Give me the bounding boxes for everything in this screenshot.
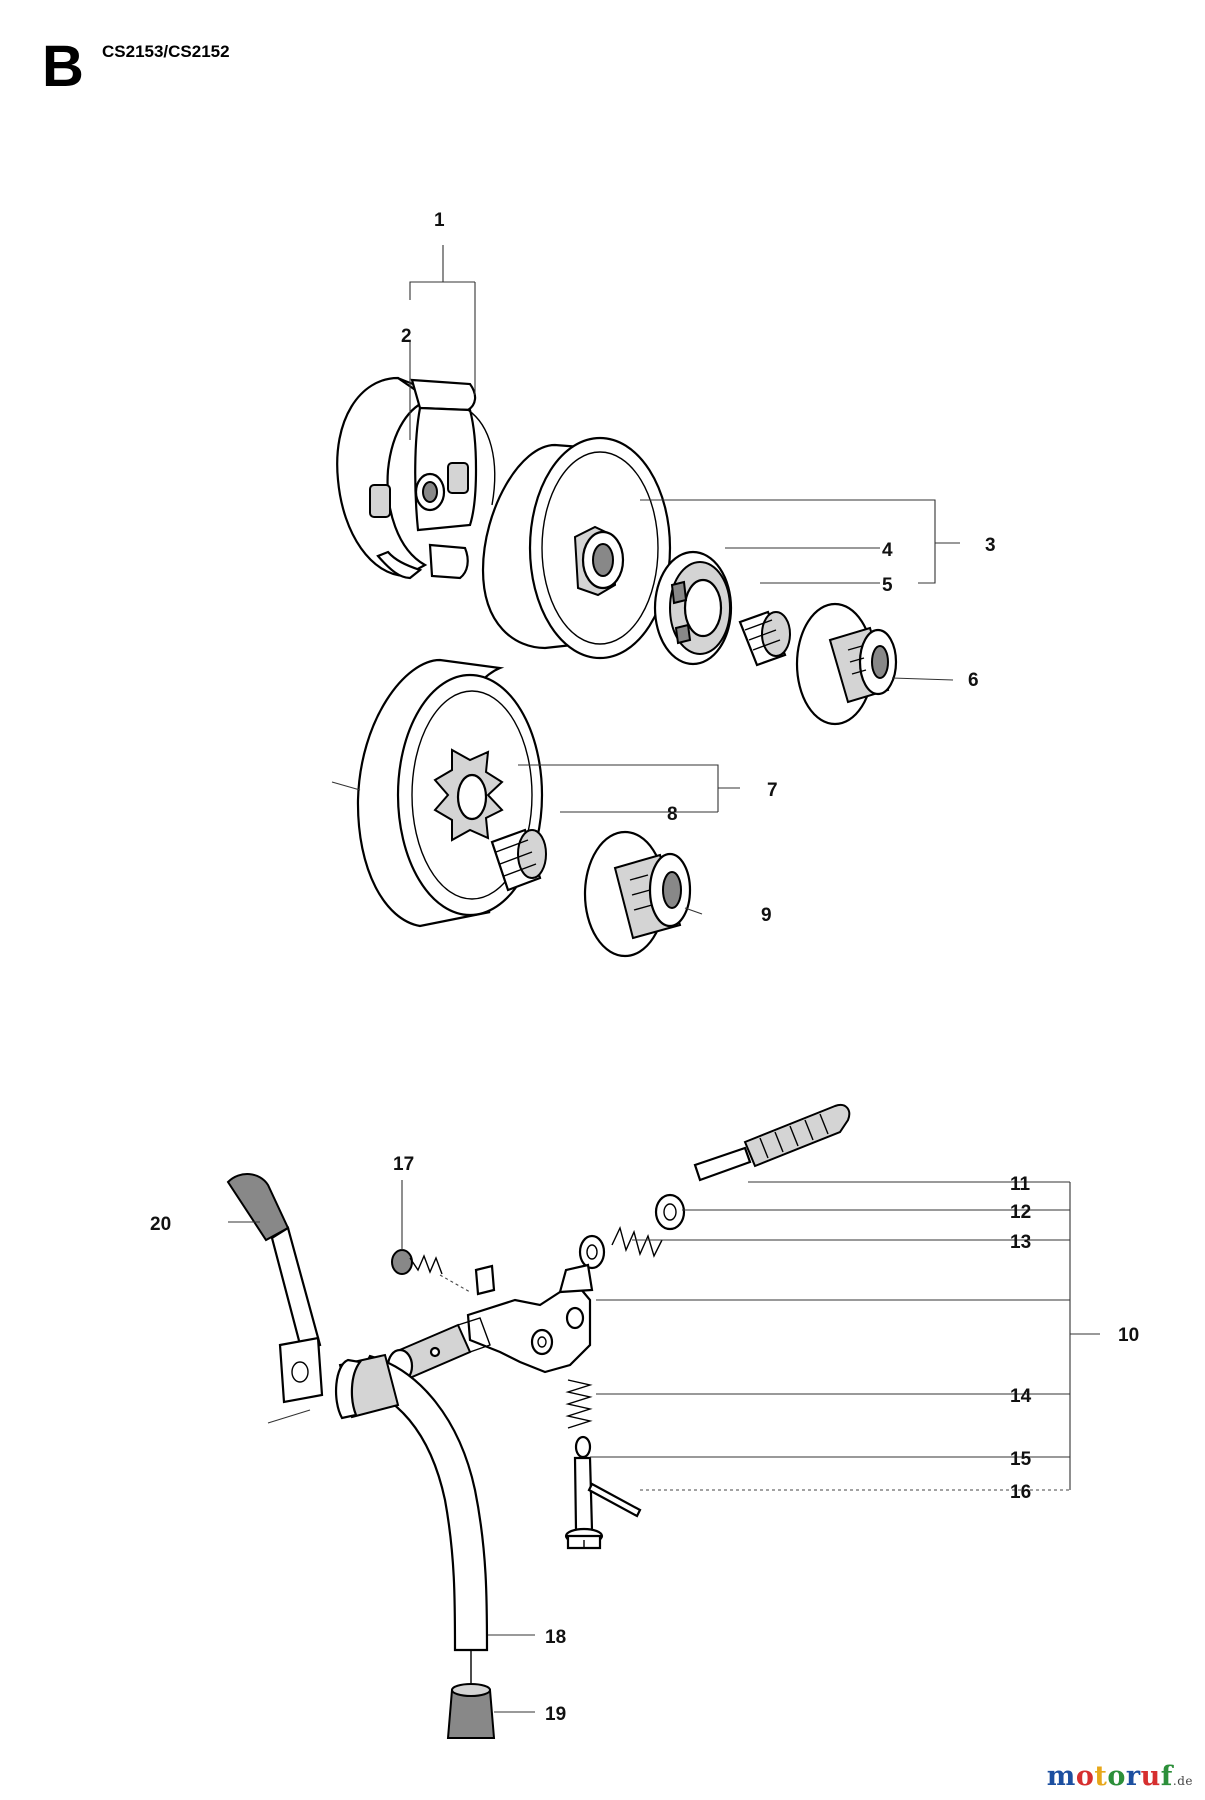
- adjust-screw-part-15: [564, 1435, 604, 1550]
- oil-tube-part-20: [226, 1173, 324, 1404]
- watermark-logo: motoruf: [1047, 1761, 1173, 1792]
- callout-6: 6: [968, 670, 979, 691]
- callout-3: 3: [985, 535, 996, 556]
- callout-10: 10: [1118, 1325, 1139, 1346]
- callout-2: 2: [401, 326, 412, 347]
- spring-part-14: [565, 1379, 593, 1429]
- callout-8: 8: [667, 804, 678, 825]
- section-letter: B: [42, 34, 84, 99]
- clutch-shoe-part: [336, 376, 496, 580]
- watermark-letter: u: [1140, 1761, 1161, 1792]
- leader-lines: [228, 245, 1100, 1713]
- watermark-letter: f: [1160, 1761, 1173, 1792]
- watermark-letter: t: [1094, 1761, 1108, 1792]
- washer-part-9: [583, 830, 692, 958]
- watermark-letter: o: [1107, 1761, 1126, 1792]
- sprocket-rim-part: [653, 550, 733, 666]
- clutch-drum-part: [481, 436, 672, 660]
- callout-11: 11: [1010, 1174, 1031, 1195]
- pin-part-16: [587, 1482, 642, 1518]
- watermark: motoruf.de: [1047, 1761, 1193, 1792]
- washer-part-12: [654, 1193, 686, 1231]
- callout-19: 19: [545, 1704, 566, 1725]
- callout-9: 9: [761, 905, 772, 926]
- callout-15: 15: [1010, 1449, 1032, 1470]
- watermark-letter: m: [1046, 1761, 1076, 1792]
- callout-20: 20: [150, 1214, 171, 1235]
- needle-bearing-part: [738, 610, 791, 667]
- callout-13: 13: [1010, 1232, 1031, 1253]
- callout-14: 14: [1010, 1386, 1032, 1407]
- model-title: CS2153/CS2152: [102, 42, 230, 61]
- callout-7: 7: [767, 780, 778, 801]
- pump-housing-part: [466, 1263, 594, 1374]
- callout-5: 5: [882, 575, 893, 596]
- oil-hose-part-18: [335, 1353, 489, 1652]
- screw-part-17: [391, 1249, 443, 1275]
- pump-shaft-part-11: [693, 1104, 851, 1182]
- washer-part-6: [795, 602, 898, 726]
- oil-filter-part-19: [446, 1650, 496, 1739]
- watermark-suffix: .de: [1172, 1774, 1193, 1788]
- callout-16: 16: [1010, 1482, 1031, 1503]
- spring-part-13: [578, 1225, 663, 1270]
- callout-18: 18: [545, 1627, 566, 1648]
- callout-1: 1: [434, 210, 445, 231]
- callout-12: 12: [1010, 1202, 1031, 1223]
- needle-bearing-part-8: [490, 828, 547, 892]
- callout-4: 4: [882, 540, 893, 561]
- watermark-letter: r: [1125, 1761, 1141, 1792]
- watermark-letter: o: [1075, 1761, 1095, 1792]
- callout-17: 17: [393, 1154, 414, 1175]
